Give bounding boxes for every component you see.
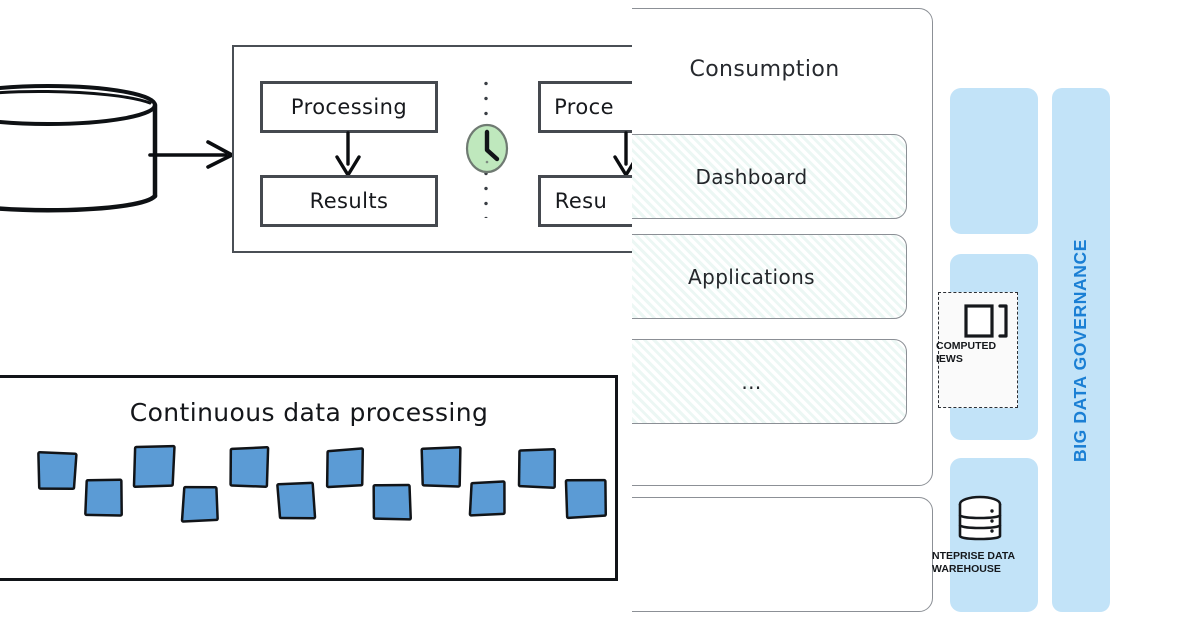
- continuous-processing-title: Continuous data processing: [0, 398, 618, 427]
- consumption-item-dashboard[interactable]: Dashboard: [632, 134, 907, 219]
- stream-event-squares: [0, 440, 618, 540]
- database-cylinder-icon: [0, 83, 158, 220]
- consumption-item-applications[interactable]: Applications: [632, 234, 907, 319]
- precomputed-views-label-line2: IEWS: [936, 353, 1020, 366]
- consumption-item-more[interactable]: ...: [632, 339, 907, 424]
- precomputed-views-label-line1: COMPUTED: [936, 340, 1020, 353]
- clock-icon: [464, 122, 510, 175]
- serving-layer-box-top[interactable]: [950, 88, 1038, 234]
- enterprise-data-warehouse-label: NTEPRISE DATA WAREHOUSE: [932, 550, 1024, 576]
- processing-box-2-label: Proce: [554, 95, 614, 119]
- big-data-governance-label-wrap: BIG DATA GOVERNANCE: [1052, 88, 1110, 612]
- database-stack-icon: [942, 494, 1018, 546]
- right-architecture-panel: Consumption Dashboard Applications ... C…: [632, 0, 1200, 630]
- results-box-2-label: Resu: [555, 189, 607, 213]
- consumption-item-more-label: ...: [741, 370, 761, 394]
- lower-empty-card: [632, 497, 933, 612]
- precomputed-views-label: COMPUTED IEWS: [936, 340, 1020, 366]
- consumption-title: Consumption: [632, 57, 933, 82]
- left-sketch-panel: Processing Results Proce Resu Contin: [0, 0, 632, 630]
- edw-label-line2: WAREHOUSE: [932, 563, 1024, 576]
- consumption-item-applications-label: Applications: [688, 265, 815, 289]
- arrow-processing-to-results-2: [608, 131, 632, 179]
- arrow-processing-to-results-1: [330, 131, 366, 179]
- processing-box-2[interactable]: Proce: [538, 81, 632, 133]
- results-box-1-label: Results: [310, 189, 389, 213]
- big-data-governance-label: BIG DATA GOVERNANCE: [1071, 238, 1092, 461]
- processing-box-1[interactable]: Processing: [260, 81, 438, 133]
- edw-label-line1: NTEPRISE DATA: [932, 550, 1024, 563]
- results-box-2[interactable]: Resu: [538, 175, 632, 227]
- results-box-1[interactable]: Results: [260, 175, 438, 227]
- consumption-item-dashboard-label: Dashboard: [695, 165, 807, 189]
- precomputed-views-icon: [938, 300, 1018, 340]
- arrow-database-to-batch: [148, 136, 240, 172]
- processing-box-1-label: Processing: [291, 95, 407, 119]
